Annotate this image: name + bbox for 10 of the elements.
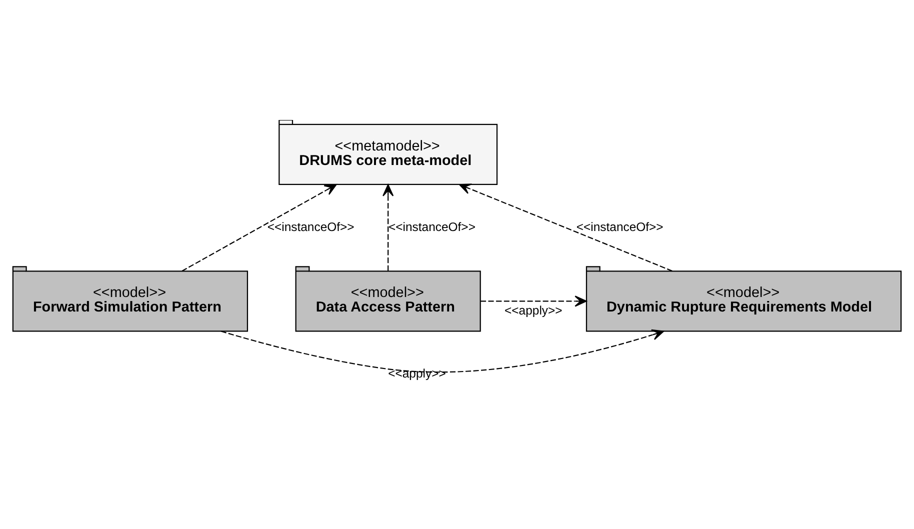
edge-label: <<apply>> — [388, 366, 446, 381]
edge-label: <<apply>> — [504, 303, 562, 318]
arrow — [458, 184, 672, 272]
arrow — [382, 184, 394, 271]
arrow — [182, 184, 337, 272]
edge-label: <<instanceOf>> — [576, 220, 664, 234]
edge-label: <<instanceOf>> — [267, 220, 354, 234]
edge-label: <<instanceOf>> — [388, 220, 476, 234]
arrow — [220, 329, 664, 373]
arrow — [480, 296, 587, 307]
